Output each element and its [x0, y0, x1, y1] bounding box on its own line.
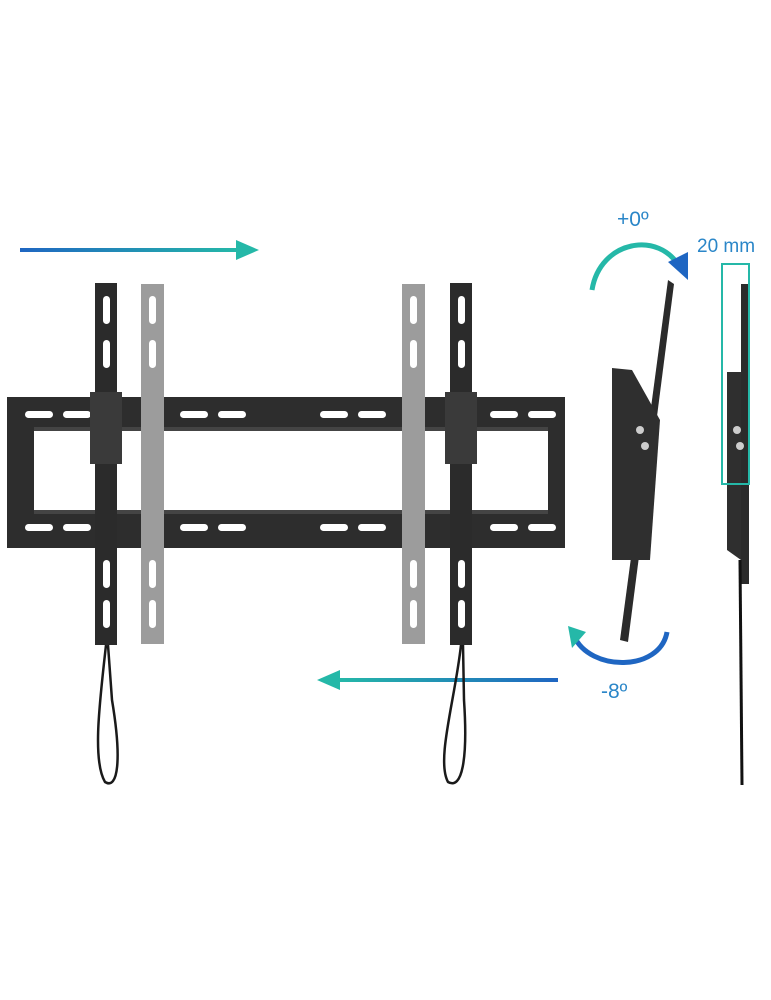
curved-arrow-ccw-icon	[568, 626, 670, 665]
tv-arm-right	[442, 283, 477, 785]
tilt-down-label: -8º	[601, 680, 628, 703]
curved-arrow-cw-icon	[589, 242, 688, 291]
arrow-right-icon	[20, 240, 259, 260]
depth-label: 20 mm	[697, 236, 756, 257]
tv-arm-left	[90, 283, 122, 785]
tv-arm-left-gray	[141, 284, 164, 644]
tv-arm-right-gray	[402, 284, 425, 644]
tilt-up-label: +0º	[617, 208, 649, 231]
wall-plate	[7, 397, 565, 548]
side-view-tilted	[612, 280, 674, 642]
arrow-left-icon	[317, 670, 558, 690]
side-view-vertical	[721, 263, 750, 786]
depth-indicator	[721, 263, 750, 485]
